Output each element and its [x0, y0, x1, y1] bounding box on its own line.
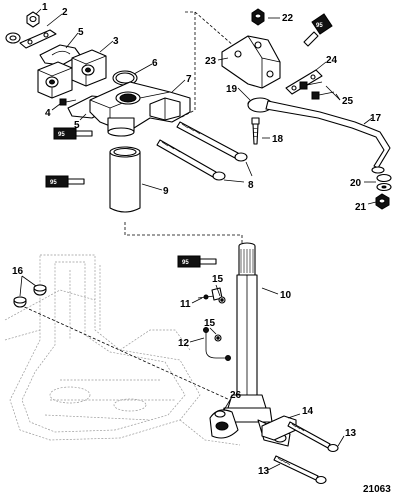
callout-8: 8 — [248, 180, 254, 191]
part-1-nut — [26, 11, 40, 28]
part-18-pin — [251, 117, 260, 145]
lubricant-tube-2: 95 — [45, 175, 85, 188]
callout-15a: 15 — [212, 274, 224, 285]
callout-9: 9 — [163, 186, 169, 197]
part-5-upper-plate — [39, 44, 81, 66]
callout-6: 6 — [152, 58, 158, 69]
part-17-link-rod — [247, 97, 391, 174]
callout-22: 22 — [282, 13, 294, 24]
part-25-bolt-lower — [311, 91, 335, 100]
part-3-mount-left — [37, 61, 73, 99]
part-13-bolt-lower — [273, 455, 327, 485]
callout-12: 12 — [178, 338, 190, 349]
part-25-bolt-upper — [299, 81, 323, 90]
callout-18: 18 — [272, 134, 284, 145]
callout-5b: 5 — [74, 120, 80, 131]
lubricant-tube-4: 95 — [177, 255, 217, 268]
lower-unit-ghost-outline — [4, 254, 241, 446]
callout-24: 24 — [326, 55, 338, 66]
part-26-washer — [214, 410, 226, 418]
part-8-long-bolt-lower — [156, 139, 226, 181]
lubricant-tube-1: 95 — [53, 127, 93, 140]
part-23-bracket — [221, 35, 281, 89]
clamp-plate — [19, 29, 57, 49]
part-3-mount-right — [71, 49, 107, 87]
callout-25: 25 — [342, 96, 354, 107]
part-4-bolt — [59, 98, 77, 106]
part-9-sleeve — [109, 146, 141, 213]
callout-4: 4 — [45, 108, 51, 119]
callout-16: 16 — [12, 266, 24, 277]
callout-5a: 5 — [78, 27, 84, 38]
callout-3: 3 — [113, 36, 119, 47]
callout-15b: 15 — [204, 318, 216, 329]
part-20-washers — [376, 173, 392, 192]
callout-17: 17 — [370, 113, 382, 124]
tube-1-label: 95 — [58, 132, 65, 138]
figure-number: 21063 — [363, 484, 391, 495]
part-22-nut — [251, 8, 265, 26]
callout-26: 26 — [230, 390, 242, 401]
part-15-fitting-lower — [214, 334, 222, 342]
part-13-bolt-upper — [287, 421, 339, 453]
part-15-fitting-upper — [218, 296, 226, 304]
callout-2: 2 — [62, 7, 68, 18]
callout-19: 19 — [226, 84, 238, 95]
callout-1: 1 — [42, 2, 48, 13]
part-2-washer — [5, 32, 21, 44]
tube-2-label: 95 — [50, 180, 57, 186]
callout-23: 23 — [205, 56, 217, 67]
part-21-nut — [375, 193, 390, 210]
part-16-caps — [13, 284, 47, 308]
callout-10: 10 — [280, 290, 292, 301]
callout-14: 14 — [302, 406, 314, 417]
lubricant-tube-3: 95 — [303, 13, 333, 47]
callout-13b: 13 — [258, 466, 270, 477]
tube-3-label: 95 — [316, 23, 323, 29]
part-12-ground-strap — [203, 327, 231, 361]
part-8-long-bolt-upper — [176, 121, 248, 162]
callout-21: 21 — [355, 202, 367, 213]
callout-11: 11 — [180, 299, 191, 310]
tube-4-label: 95 — [182, 260, 189, 266]
part-7-upper-housing — [89, 81, 191, 137]
callout-20: 20 — [350, 178, 362, 189]
callout-7: 7 — [186, 74, 192, 85]
callout-13a: 13 — [345, 428, 357, 439]
part-6-o-ring — [112, 70, 138, 86]
